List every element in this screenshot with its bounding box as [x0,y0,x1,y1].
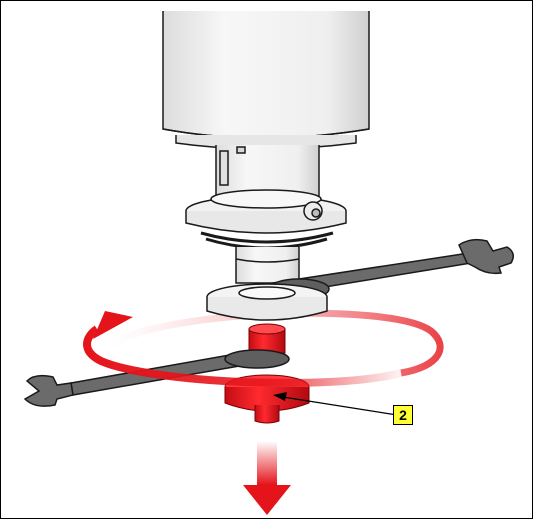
lock-nut [206,283,328,321]
callout-label-part-number: 2 [393,405,413,425]
flange-collar [185,189,347,250]
removal-arrow [243,441,291,515]
rotation-arrowhead-icon [93,311,133,339]
rotation-ring-back [108,309,444,377]
motor-housing [162,11,370,150]
coupling-body [235,247,300,284]
removable-part-highlight [224,323,310,424]
down-arrow-icon [243,485,291,515]
neck-section [215,145,320,198]
callout-leader [273,392,398,416]
rotation-arrow [83,311,402,387]
